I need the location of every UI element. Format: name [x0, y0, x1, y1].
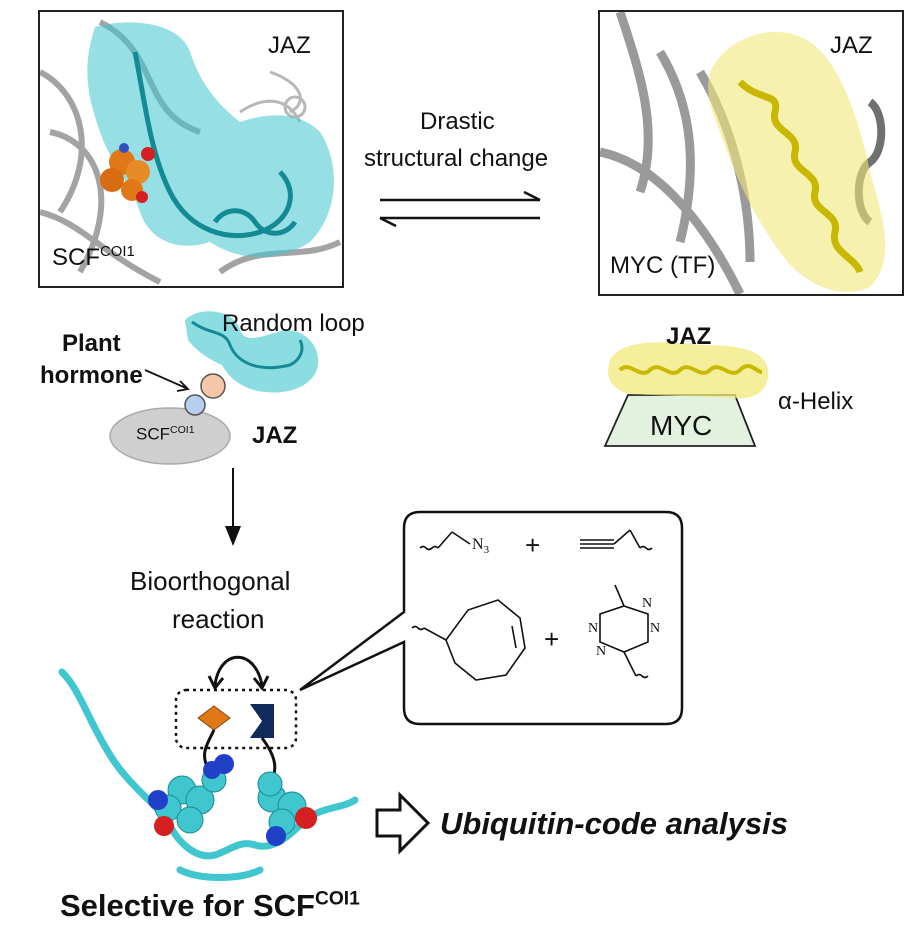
tetrazine-n-3: N: [588, 621, 599, 636]
tetrazine-structure: [599, 584, 649, 679]
scf-coi1-label-top-left: SCFCOI1: [52, 244, 135, 271]
jaz-label-top-right: JAZ: [830, 32, 873, 59]
plus-sign-1: +: [525, 530, 541, 560]
tetrazine-n-1: N: [642, 596, 653, 611]
orange-reactive-group: [197, 705, 231, 731]
hormone-ligand-spheres: [100, 143, 155, 203]
plus-sign-2: +: [544, 624, 560, 654]
myc-label: MYC: [650, 410, 713, 441]
hormone-label: hormone: [40, 362, 143, 389]
azide-n3-label: N3: [472, 536, 490, 557]
random-loop-label: Random loop: [222, 310, 365, 337]
myc-jaz-structure-image: [600, 12, 886, 294]
jaz-label-myc-schematic: JAZ: [666, 323, 712, 350]
scf-jaz-structure-image: [40, 19, 342, 285]
hormone-circle: [200, 373, 226, 399]
scf-ellipse: [109, 407, 231, 465]
selective-caption: Selective for SCFCOI1: [60, 888, 360, 923]
residue-spheres: [148, 754, 317, 846]
navy-reactive-group: [250, 704, 274, 738]
azide-structure: [419, 531, 471, 551]
alpha-helix-label: α-Helix: [778, 388, 854, 415]
alkyne-structure: [580, 529, 653, 551]
plant-label: Plant: [62, 330, 121, 357]
myc-tf-label: MYC (TF): [610, 252, 716, 279]
ubiquitin-code-analysis-label: Ubiquitin-code analysis: [440, 806, 788, 841]
drastic-label: Drastic: [420, 108, 495, 135]
cyclooctene-structure: [411, 599, 526, 681]
jaz-label-schematic: JAZ: [252, 422, 298, 449]
scf-jaz-structure-panel: JAZ SCFCOI1: [38, 10, 344, 288]
reactive-pair-box: [174, 688, 298, 750]
equilibrium-arrows: [379, 190, 541, 228]
bioorthogonal-label: Bioorthogonal: [130, 566, 291, 596]
myc-jaz-structure-panel: JAZ MYC (TF): [598, 10, 904, 296]
coi1-site-circle: [184, 394, 206, 416]
tetrazine-n-2: N: [650, 621, 661, 636]
structural-change-label: structural change: [364, 145, 549, 172]
jaz-label-top-left: JAZ: [268, 32, 311, 59]
reaction-curved-arrow: [213, 655, 264, 686]
tetrazine-n-4: N: [596, 644, 607, 659]
reaction-label: reaction: [172, 604, 265, 634]
scf-coi1-ellipse-label: SCFCOI1: [136, 424, 195, 444]
